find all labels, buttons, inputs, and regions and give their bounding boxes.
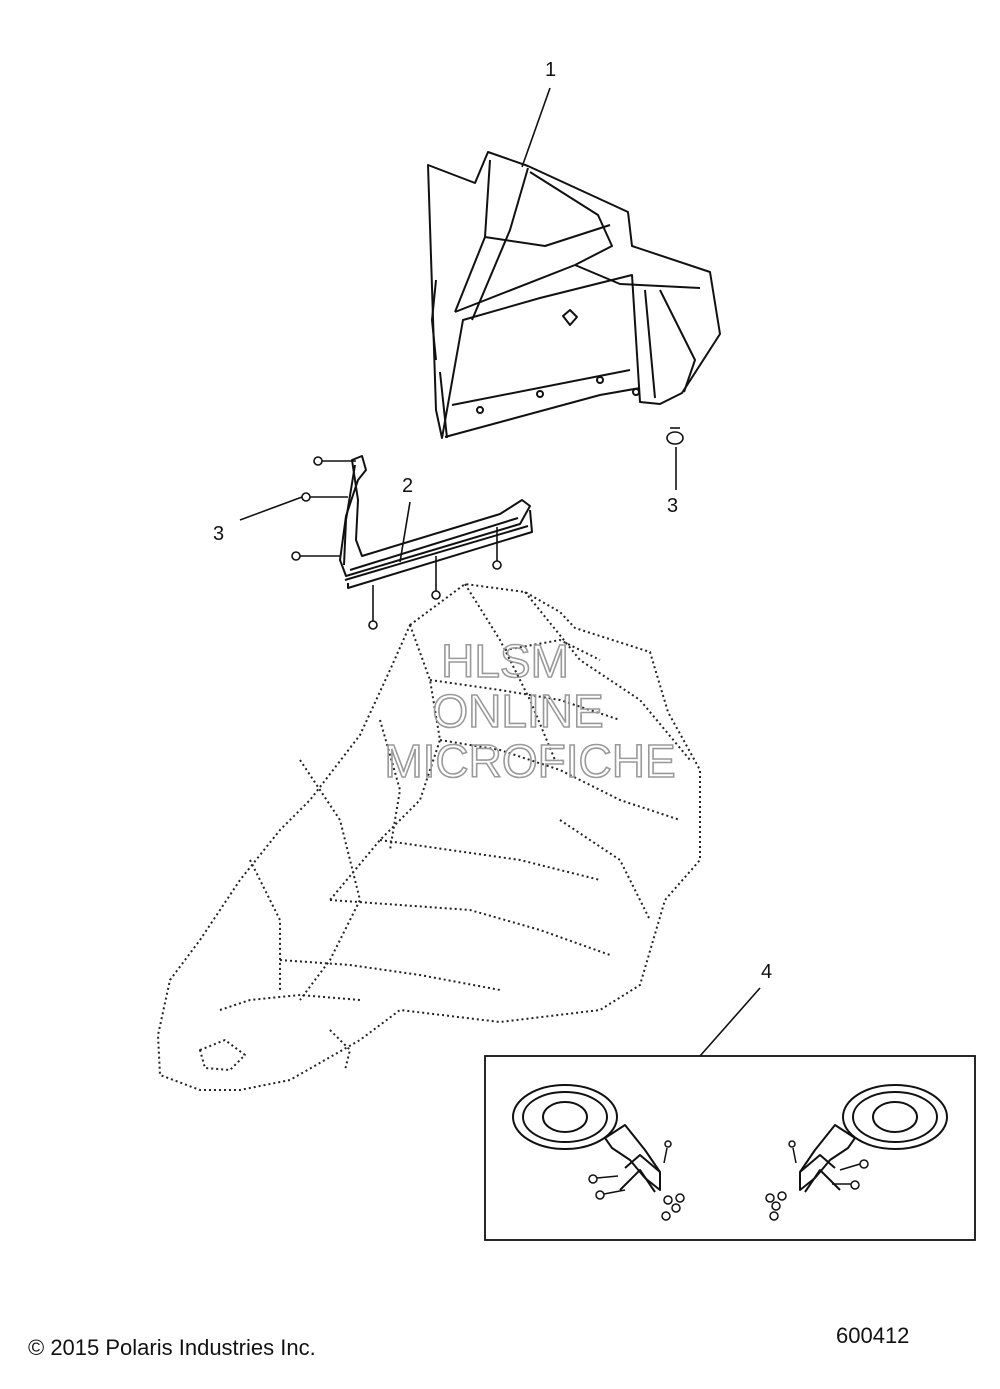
watermark-line-1: HLSM [441,635,569,687]
leader-line-4 [699,987,761,1057]
callout-1: 1 [545,59,556,81]
copyright-text: © 2015 Polaris Industries Inc. [28,1335,316,1360]
callout-4: 4 [761,961,772,983]
mirror-left-hardware [588,1140,685,1221]
callout-3-left: 3 [213,523,224,545]
leader-lines [239,87,761,1057]
mirror-left [512,1084,661,1193]
leader-line-3-left [239,496,303,521]
screw-fasteners [291,427,684,630]
callout-2: 2 [402,475,413,497]
mirror-right [799,1084,948,1193]
hood-reference-outline [157,583,701,1091]
leader-line-2 [399,501,411,563]
mirror-right-hardware [765,1140,869,1221]
watermark: HLSM ONLINE MICROFICHE [384,634,677,788]
leader-line-1 [521,87,551,168]
watermark-line-2: ONLINE [432,685,603,737]
watermark-line-3: MICROFICHE [384,735,675,787]
drawing-number: 600412 [836,1323,910,1348]
mirror-kit-box [484,1055,976,1241]
callout-3-right: 3 [667,495,678,517]
windshield-part [427,151,721,439]
